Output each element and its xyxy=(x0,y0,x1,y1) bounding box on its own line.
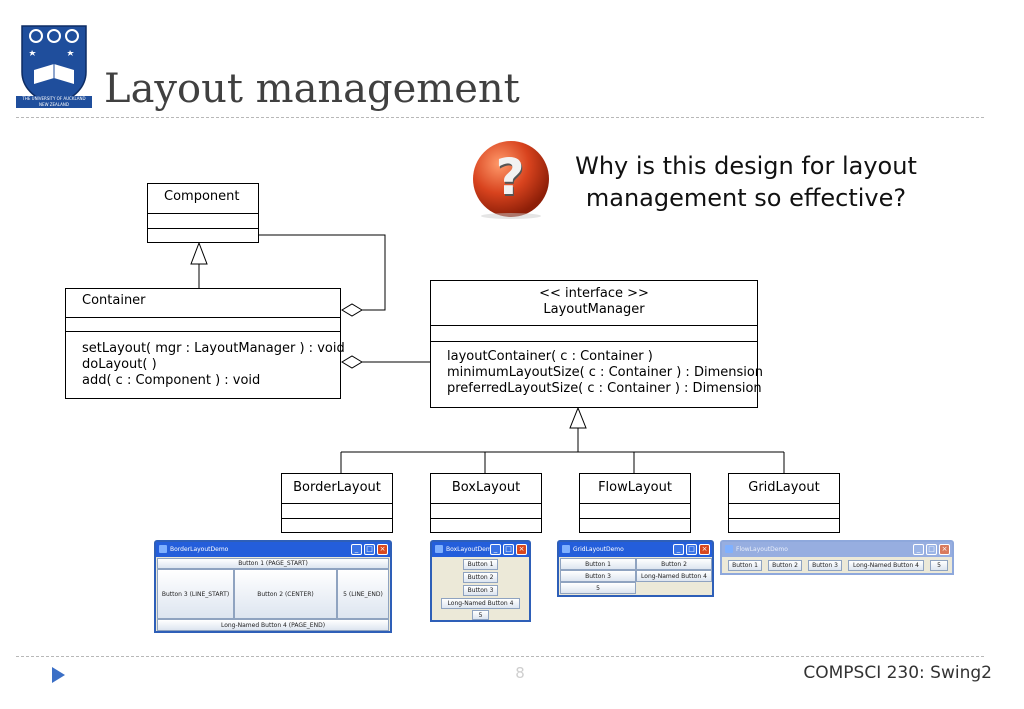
java-app-icon xyxy=(562,545,570,553)
minimize-icon[interactable]: _ xyxy=(490,544,501,555)
maximize-icon[interactable]: □ xyxy=(686,544,697,555)
demo-button[interactable]: Button 2 xyxy=(636,558,712,570)
java-app-icon xyxy=(159,545,167,553)
uml-interface-layoutmanager: << interface >> LayoutManager layoutCont… xyxy=(430,280,763,408)
demo-button[interactable]: Long-Named Button 4 xyxy=(848,560,924,571)
demo-button[interactable]: Long-Named Button 4 xyxy=(441,598,520,609)
window-title: GridLayoutDemo xyxy=(573,546,624,553)
nav-arrow-icon[interactable] xyxy=(50,666,66,684)
border-layout-demo-window: BorderLayoutDemo _ □ × Button 1 (PAGE_ST… xyxy=(154,540,392,633)
demo-button[interactable]: Button 1 xyxy=(560,558,636,570)
course-label: COMPSCI 230: Swing2 xyxy=(803,663,992,683)
window-title: FlowLayoutDemo xyxy=(736,546,788,553)
page-number: 8 xyxy=(515,664,525,682)
close-icon[interactable]: × xyxy=(699,544,710,555)
borderlayout-class-name: BorderLayout xyxy=(293,480,381,495)
demo-button[interactable]: Button 3 xyxy=(808,560,842,571)
question-mark-icon: ? ? xyxy=(470,138,552,220)
box-layout-demo-window: BoxLayoutDemo _ □ × Button 1 Button 2 Bu… xyxy=(430,540,531,622)
demo-button[interactable]: Long-Named Button 4 (PAGE_END) xyxy=(157,619,389,631)
window-title: BoxLayoutDemo xyxy=(446,546,496,553)
uml-class-gridlayout: GridLayout xyxy=(728,473,840,533)
title-divider xyxy=(16,117,984,118)
layoutmanager-class-name: LayoutManager xyxy=(543,302,645,317)
flow-layout-demo-window: FlowLayoutDemo _ □ × Button 1 Button 2 B… xyxy=(720,540,954,575)
demo-button[interactable]: Button 3 xyxy=(560,570,636,582)
demo-button[interactable]: Button 3 (LINE_START) xyxy=(157,569,234,619)
logo-caption-2: NEW ZEALAND xyxy=(16,102,92,108)
window-title: BorderLayoutDemo xyxy=(170,546,229,553)
layoutmanager-method: preferredLayoutSize( c : Container ) : D… xyxy=(447,381,762,396)
demo-button[interactable]: Long-Named Button 4 xyxy=(636,570,712,582)
flowlayout-class-name: FlowLayout xyxy=(598,480,672,495)
container-method: doLayout( ) xyxy=(82,357,157,372)
window-titlebar: BoxLayoutDemo _ □ × xyxy=(432,542,529,557)
demo-button[interactable]: Button 2 (CENTER) xyxy=(234,569,337,619)
container-method: setLayout( mgr : LayoutManager ) : void xyxy=(82,341,345,356)
close-icon[interactable]: × xyxy=(377,544,388,555)
maximize-icon[interactable]: □ xyxy=(503,544,514,555)
layoutmanager-method: layoutContainer( c : Container ) xyxy=(447,349,653,364)
demo-button[interactable]: Button 1 xyxy=(728,560,762,571)
layoutmanager-stereotype: << interface >> xyxy=(539,286,649,301)
boxlayout-class-name: BoxLayout xyxy=(451,480,521,495)
component-class-name: Component xyxy=(164,189,240,204)
gridlayout-class-name: GridLayout xyxy=(748,480,820,495)
layoutmanager-method: minimumLayoutSize( c : Container ) : Dim… xyxy=(447,365,764,380)
demo-button[interactable]: Button 2 xyxy=(463,572,498,583)
svg-text:?: ? xyxy=(496,150,525,208)
java-app-icon xyxy=(725,545,733,553)
footer-divider xyxy=(16,656,984,657)
university-logo: THE UNIVERSITY OF AUCKLAND NEW ZEALAND xyxy=(16,22,92,110)
container-method: add( c : Component ) : void xyxy=(82,373,261,388)
window-titlebar: BorderLayoutDemo _ □ × xyxy=(156,542,390,557)
demo-button[interactable]: Button 1 (PAGE_START) xyxy=(157,558,389,569)
window-titlebar: FlowLayoutDemo _ □ × xyxy=(722,542,952,557)
demo-button[interactable]: Button 2 xyxy=(768,560,802,571)
demo-button[interactable]: Button 1 xyxy=(463,559,498,570)
java-app-icon xyxy=(435,545,443,553)
maximize-icon[interactable]: □ xyxy=(926,544,937,555)
demo-button[interactable]: 5 xyxy=(472,610,489,620)
grid-layout-demo-window: GridLayoutDemo _ □ × Button 1 Button 2 B… xyxy=(557,540,714,597)
demo-button[interactable]: Button 3 xyxy=(463,585,498,596)
uml-class-boxlayout: BoxLayout xyxy=(430,473,542,533)
uml-class-container: Container setLayout( mgr : LayoutManager… xyxy=(65,288,345,399)
minimize-icon[interactable]: _ xyxy=(351,544,362,555)
logo-caption-1: THE UNIVERSITY OF AUCKLAND xyxy=(16,96,92,102)
slide-title: Layout management xyxy=(104,66,520,112)
uml-class-borderlayout: BorderLayout xyxy=(281,473,393,533)
svg-text:?: ? xyxy=(495,148,524,206)
demo-button[interactable]: 5 xyxy=(560,582,636,594)
container-class-name: Container xyxy=(82,293,146,308)
minimize-icon[interactable]: _ xyxy=(913,544,924,555)
demo-button[interactable]: 5 xyxy=(930,560,948,571)
close-icon[interactable]: × xyxy=(939,544,950,555)
window-titlebar: GridLayoutDemo _ □ × xyxy=(559,542,712,557)
demo-button[interactable]: 5 (LINE_END) xyxy=(337,569,389,619)
maximize-icon[interactable]: □ xyxy=(364,544,375,555)
uml-class-flowlayout: FlowLayout xyxy=(579,473,691,533)
close-icon[interactable]: × xyxy=(516,544,527,555)
uml-class-component: Component xyxy=(147,183,259,243)
question-text: Why is this design for layout management… xyxy=(575,152,917,212)
minimize-icon[interactable]: _ xyxy=(673,544,684,555)
